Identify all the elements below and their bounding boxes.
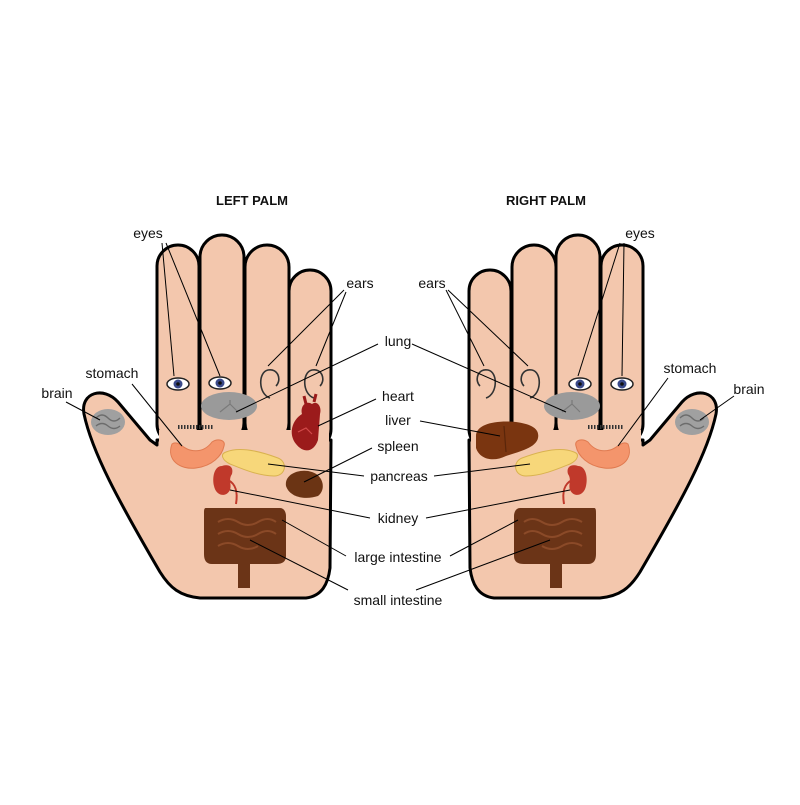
right-eye-1-icon: [568, 377, 592, 391]
label-kidney: kidney: [378, 510, 418, 526]
right-palm-title: RIGHT PALM: [506, 193, 586, 208]
label-heart: heart: [382, 388, 414, 404]
right-lung-icon: [544, 392, 600, 420]
left-intestine-icon: [204, 508, 286, 588]
left-pancreas-icon: [222, 449, 285, 477]
right-kidney-icon: [562, 465, 587, 505]
left-lung-icon: [201, 392, 257, 420]
left-heart-icon: [291, 393, 321, 451]
left-brain-icon: [91, 409, 125, 435]
left-ear-1-icon: [259, 369, 280, 399]
label-lung: lung: [385, 333, 411, 349]
label-liver: liver: [385, 412, 411, 428]
right-ear-2-icon: [520, 369, 541, 399]
label-ears-left: ears: [346, 275, 373, 291]
label-eyes-right: eyes: [625, 225, 655, 241]
right-ear-1-icon: [476, 369, 497, 399]
label-ears-right: ears: [418, 275, 445, 291]
label-eyes-left: eyes: [133, 225, 163, 241]
leader-lines: [65, 242, 735, 591]
left-palm-title: LEFT PALM: [216, 193, 288, 208]
right-brain-icon: [675, 409, 709, 435]
label-stomach-left: stomach: [86, 365, 139, 381]
right-liver-icon: [476, 421, 539, 460]
label-small-intestine: small intestine: [354, 592, 443, 608]
right-middle-finger: [510, 243, 558, 447]
right-stomach-icon: [575, 439, 630, 469]
right-eye-2-icon: [610, 377, 634, 391]
left-little-finger: [155, 243, 201, 447]
label-large-intestine: large intestine: [354, 549, 441, 565]
left-eye-2-icon: [208, 376, 232, 390]
left-middle-finger: [243, 243, 291, 447]
left-eye-1-icon: [166, 377, 190, 391]
label-pancreas: pancreas: [370, 468, 428, 484]
label-spleen: spleen: [377, 438, 418, 454]
right-organs: [476, 369, 709, 588]
left-kidney-icon: [213, 465, 238, 505]
right-intestine-icon: [514, 508, 596, 588]
right-pancreas-icon: [515, 449, 578, 477]
left-ear-2-icon: [303, 369, 324, 399]
label-brain-right: brain: [733, 381, 764, 397]
left-stomach-icon: [170, 439, 225, 469]
label-stomach-right: stomach: [664, 360, 717, 376]
label-brain-left: brain: [41, 385, 72, 401]
